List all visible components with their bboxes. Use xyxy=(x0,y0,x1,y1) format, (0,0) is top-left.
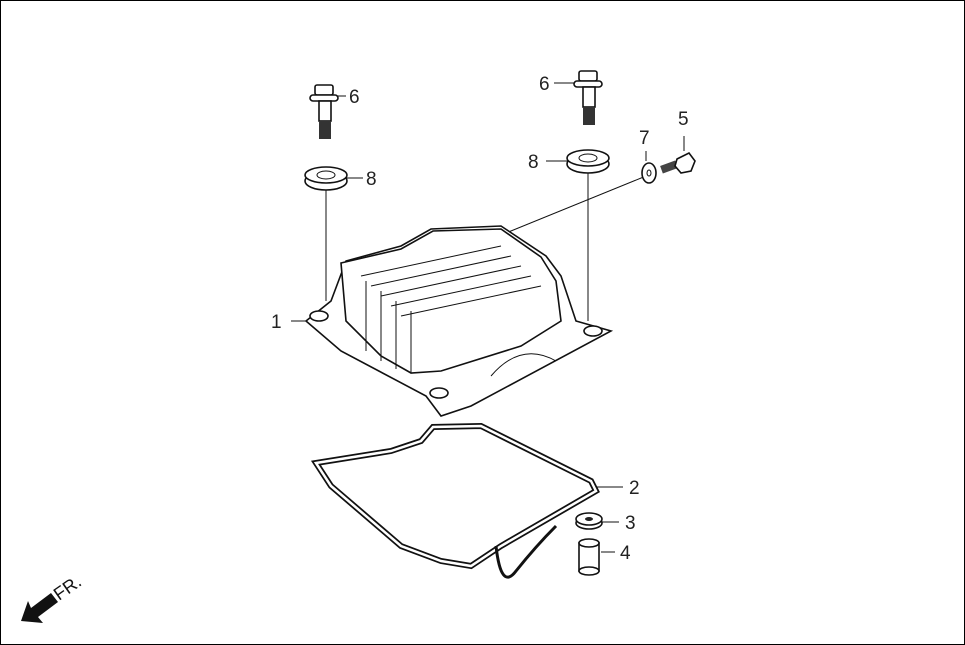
callout-6-right: 6 xyxy=(539,74,550,95)
callout-8-right: 8 xyxy=(528,152,539,173)
callout-7: 7 xyxy=(639,128,650,149)
callout-4: 4 xyxy=(620,543,631,564)
dowel-pin xyxy=(578,538,600,576)
cover-gasket xyxy=(310,422,600,579)
callout-6-left: 6 xyxy=(349,87,360,108)
oil-seal xyxy=(575,512,603,530)
flange-bolt-right xyxy=(573,70,603,125)
front-direction-indicator: FR. xyxy=(21,571,85,623)
rubber-seal-washer-left xyxy=(304,166,348,191)
flange-bolt-left xyxy=(309,84,339,139)
callout-8-left: 8 xyxy=(366,169,377,190)
callout-3: 3 xyxy=(625,513,636,534)
callout-2: 2 xyxy=(629,478,640,499)
callout-5: 5 xyxy=(678,109,689,130)
inspection-bolt xyxy=(660,151,696,174)
callout-1: 1 xyxy=(271,312,282,333)
cylinder-head-cover xyxy=(304,225,614,417)
sealing-washer xyxy=(641,162,657,184)
rubber-seal-washer-right xyxy=(566,149,610,174)
front-arrow-icon xyxy=(21,593,58,623)
leader-lines xyxy=(291,82,685,553)
